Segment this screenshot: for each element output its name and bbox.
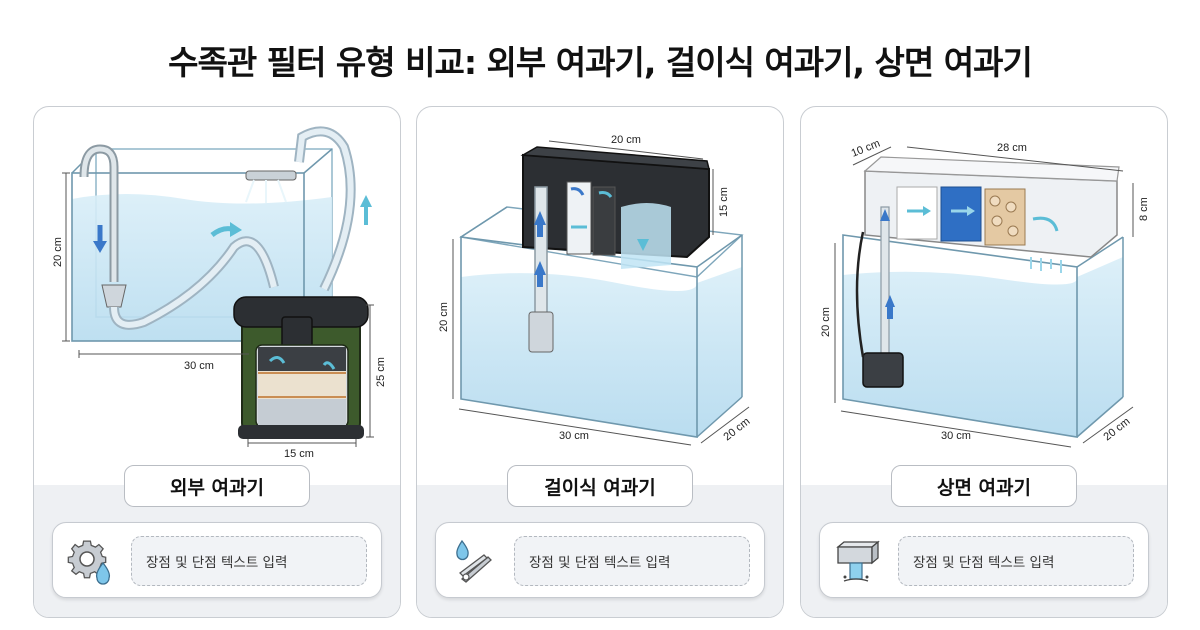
overflow-box-waterfall-icon (836, 540, 880, 582)
dim-tank-width: 30 cm (941, 430, 971, 442)
filter-name-label: 외부 여과기 (124, 465, 310, 507)
dim-tank-depth: 20 cm (1101, 415, 1132, 443)
dim-filter-width: 28 cm (997, 142, 1027, 154)
pros-cons-text-input[interactable]: 장점 및 단점 텍스트 입력 (131, 536, 367, 586)
hang-on-filter-illustration: 20 cm 15 cm 20 cm 30 cm 20 cm (438, 134, 752, 446)
dim-filter-height: 25 cm (375, 357, 387, 387)
dim-filter-height: 15 cm (718, 187, 730, 217)
pros-cons-card: 장점 및 단점 텍스트 입력 (435, 522, 765, 598)
gear-water-drop-icon (67, 540, 111, 585)
top-filter-illustration: 10 cm 28 cm 8 cm 20 cm 30 cm 20 cm (820, 137, 1150, 448)
page-title: 수족관 필터 유형 비교: 외부 여과기, 걸이식 여과기, 상면 여과기 (168, 43, 1033, 82)
panel-canister-filter: 20 cm 30 cm 25 cm 15 cm 외부 여과기 장점 및 단점 텍… (33, 106, 401, 618)
dim-tank-height: 20 cm (52, 237, 64, 267)
dim-filter-depth: 10 cm (850, 137, 882, 159)
dim-filter-width: 15 cm (284, 448, 314, 460)
water-drop-clip-icon (456, 539, 492, 583)
pros-cons-text-input[interactable]: 장점 및 단점 텍스트 입력 (898, 536, 1134, 586)
dim-tank-height: 20 cm (438, 302, 450, 332)
panel-top-filter: 10 cm 28 cm 8 cm 20 cm 30 cm 20 cm 상면 여과… (800, 106, 1168, 618)
canister-filter-illustration: 20 cm 30 cm 25 cm 15 cm (52, 126, 387, 460)
dim-tank-depth: 20 cm (721, 415, 752, 443)
pros-cons-card: 장점 및 단점 텍스트 입력 (52, 522, 382, 598)
filter-name-label: 상면 여과기 (891, 465, 1077, 507)
panel-hang-on-filter: 20 cm 15 cm 20 cm 30 cm 20 cm 걸이식 여과기 장점… (416, 106, 784, 618)
filter-name-label: 걸이식 여과기 (507, 465, 693, 507)
dim-filter-width: 20 cm (611, 134, 641, 146)
dim-tank-width: 30 cm (184, 360, 214, 372)
dim-tank-height: 20 cm (820, 307, 832, 337)
pros-cons-card: 장점 및 단점 텍스트 입력 (819, 522, 1149, 598)
dim-tank-width: 30 cm (559, 430, 589, 442)
dim-filter-height: 8 cm (1138, 197, 1150, 221)
pros-cons-text-input[interactable]: 장점 및 단점 텍스트 입력 (514, 536, 750, 586)
